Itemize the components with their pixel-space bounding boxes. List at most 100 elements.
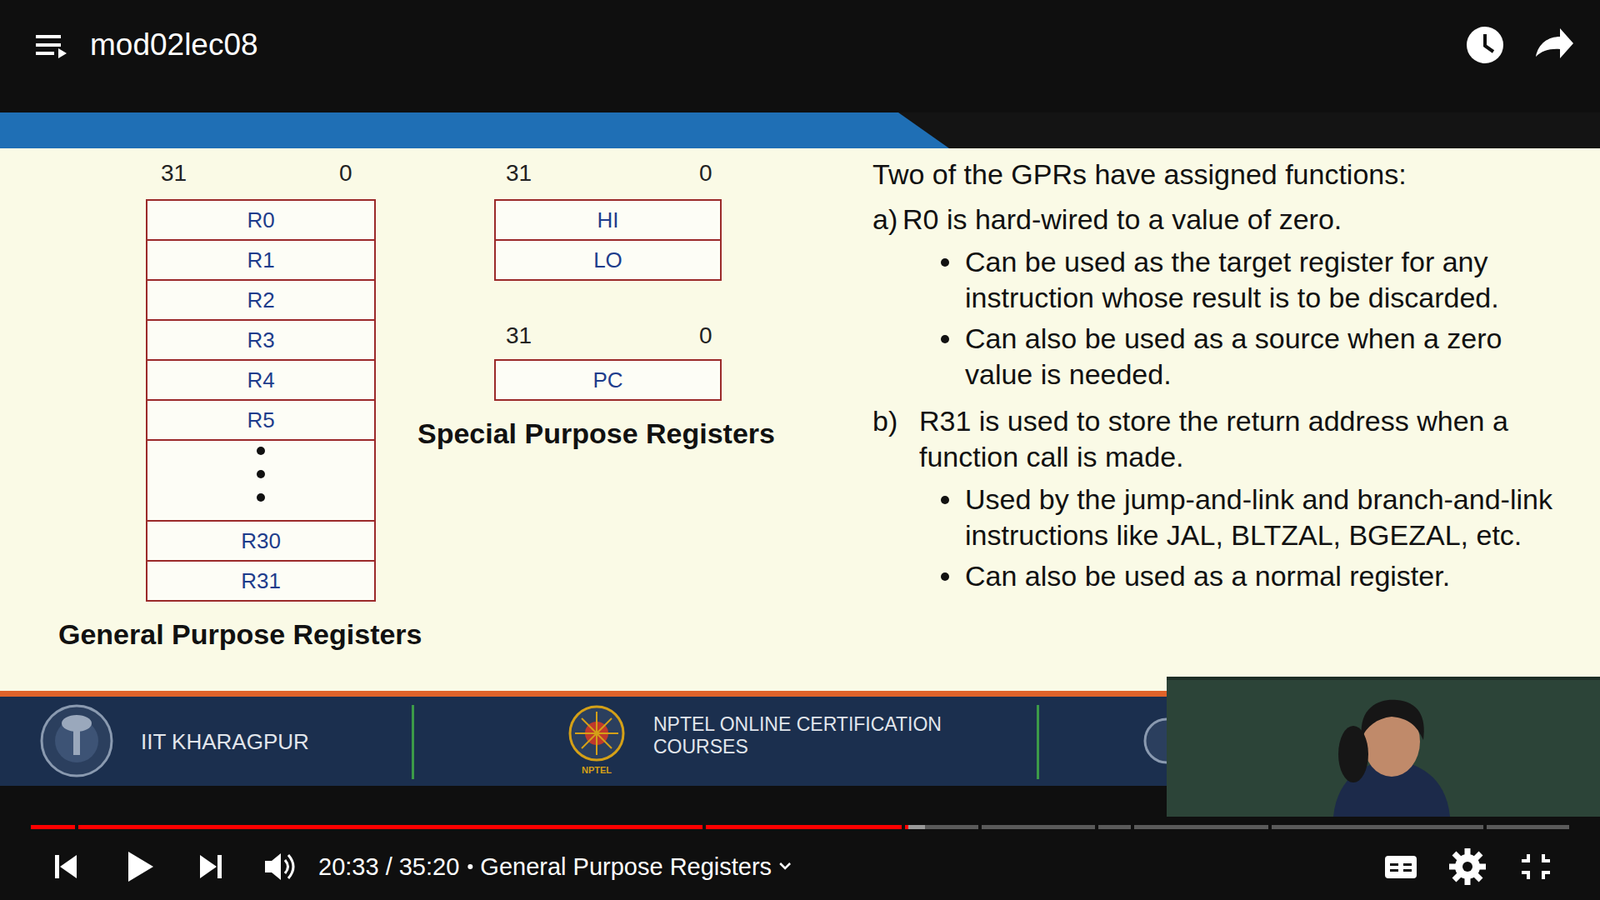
- footer-program: NPTEL ONLINE CERTIFICATION COURSES: [653, 713, 962, 759]
- bullet-dot: [940, 495, 950, 505]
- chapter-gap: [1130, 823, 1135, 831]
- logo-caption: NPTEL: [581, 764, 612, 776]
- register-box: R1: [145, 239, 376, 281]
- volume-icon: [265, 853, 281, 880]
- volume-wave: [288, 855, 294, 879]
- chapter-gap: [702, 823, 706, 831]
- separator-dot: [467, 864, 473, 870]
- captions-mark: [1403, 863, 1412, 866]
- bullet-dot: [940, 335, 950, 344]
- time-display: 20:33 / 35:20: [318, 851, 460, 882]
- group-caption: Special Purpose Registers: [417, 416, 775, 450]
- chapter-gap: [1095, 823, 1099, 831]
- chapter-chevron: [780, 863, 790, 869]
- chapter-gap: [978, 823, 982, 831]
- note-heading: Two of the GPRs have assigned functions:: [872, 156, 1590, 193]
- captions-icon: [1385, 855, 1417, 879]
- progress-played: [30, 825, 909, 830]
- note-bullet: Can also be used as a source when a zero…: [965, 320, 1578, 393]
- register-box: R0: [145, 199, 376, 241]
- chapter-gap: [75, 823, 79, 831]
- icon-bar: [35, 35, 61, 39]
- footer-separator: [411, 705, 415, 780]
- register-box: R2: [145, 279, 376, 321]
- video-title: mod02lec08: [90, 27, 259, 63]
- bit-index: 31: [505, 160, 532, 187]
- list-marker: a): [872, 201, 898, 238]
- icon-bar: [35, 43, 61, 47]
- logo-crown: [61, 715, 92, 732]
- bit-index: 31: [160, 160, 187, 187]
- volume-wave: [285, 860, 289, 874]
- register-name: R31: [240, 568, 281, 594]
- slide-top-strip: [0, 112, 1600, 149]
- register-box: R5: [145, 399, 376, 441]
- list-marker: b): [872, 403, 898, 440]
- register-name: R30: [240, 528, 281, 554]
- previous-icon: [55, 855, 60, 879]
- progress-bar: [30, 823, 1570, 831]
- register-box: R31: [145, 560, 376, 602]
- inset-board: [1166, 676, 1600, 817]
- next-icon: [200, 855, 217, 879]
- register-name: R5: [246, 407, 275, 433]
- register-box: HI: [494, 199, 722, 241]
- bullet-dot: [940, 258, 950, 267]
- player-controls: [55, 848, 1550, 885]
- progress-track: [30, 825, 1570, 830]
- register-box: R30: [145, 520, 376, 562]
- register-name: LO: [593, 247, 623, 273]
- register-name: PC: [592, 367, 623, 393]
- presenter-hair: [1338, 725, 1369, 783]
- inset-edge: [1166, 676, 1600, 680]
- nptel-logo: [570, 706, 624, 760]
- register-name: HI: [597, 207, 620, 233]
- captions-mark: [1390, 869, 1399, 872]
- logo-ring: [570, 706, 624, 760]
- register-name: R3: [246, 327, 275, 353]
- slide-blue-band: [0, 112, 950, 149]
- bit-index: 0: [699, 160, 713, 187]
- previous-icon: [60, 855, 77, 879]
- note-bullet: Used by the jump-and-link and branch-and…: [965, 481, 1578, 554]
- bullet-dot: [940, 572, 950, 581]
- note-text: R0 is hard-wired to a value of zero.: [902, 201, 1586, 238]
- progress-buffer: [908, 825, 925, 830]
- register-name: R4: [246, 367, 275, 393]
- captions-mark: [1390, 863, 1399, 866]
- bit-index: 0: [339, 160, 353, 187]
- watch-later-icon: [1466, 26, 1504, 64]
- bit-index: 0: [699, 322, 713, 350]
- icon-bar: [35, 51, 55, 55]
- chapter-gap: [1268, 823, 1272, 831]
- note-text: R31 is used to store the return address …: [919, 403, 1586, 475]
- register-box: LO: [494, 239, 722, 281]
- register-box: PC: [494, 359, 722, 401]
- register-box: R3: [145, 319, 376, 361]
- register-name: R1: [246, 247, 275, 273]
- bit-index: 31: [505, 322, 532, 350]
- iit-logo: [41, 705, 112, 776]
- logo-rays: [575, 711, 619, 755]
- register-gap-box: [146, 440, 375, 521]
- register-box: R4: [145, 359, 376, 401]
- presenter-inset: [1166, 676, 1600, 817]
- footer-separator: [1036, 705, 1040, 780]
- note-bullet: Can be used as the target register for a…: [965, 244, 1578, 316]
- next-icon: [217, 855, 222, 879]
- settings-hole: [1462, 861, 1473, 872]
- play-icon: [128, 851, 154, 882]
- clock-hands: [1485, 34, 1494, 52]
- settings-teeth: [1449, 848, 1486, 885]
- ellipsis-dot: [256, 493, 265, 502]
- note-bullet: Can also be used as a normal register.: [965, 558, 1586, 595]
- chapter-gap: [901, 823, 905, 831]
- icon-triangle: [58, 48, 67, 59]
- logo-ring: [41, 705, 112, 776]
- register-name: R2: [246, 287, 275, 313]
- clock-face: [1466, 26, 1504, 64]
- exit-fullscreen-icon: [1521, 854, 1550, 880]
- presenter-hair: [1361, 700, 1425, 740]
